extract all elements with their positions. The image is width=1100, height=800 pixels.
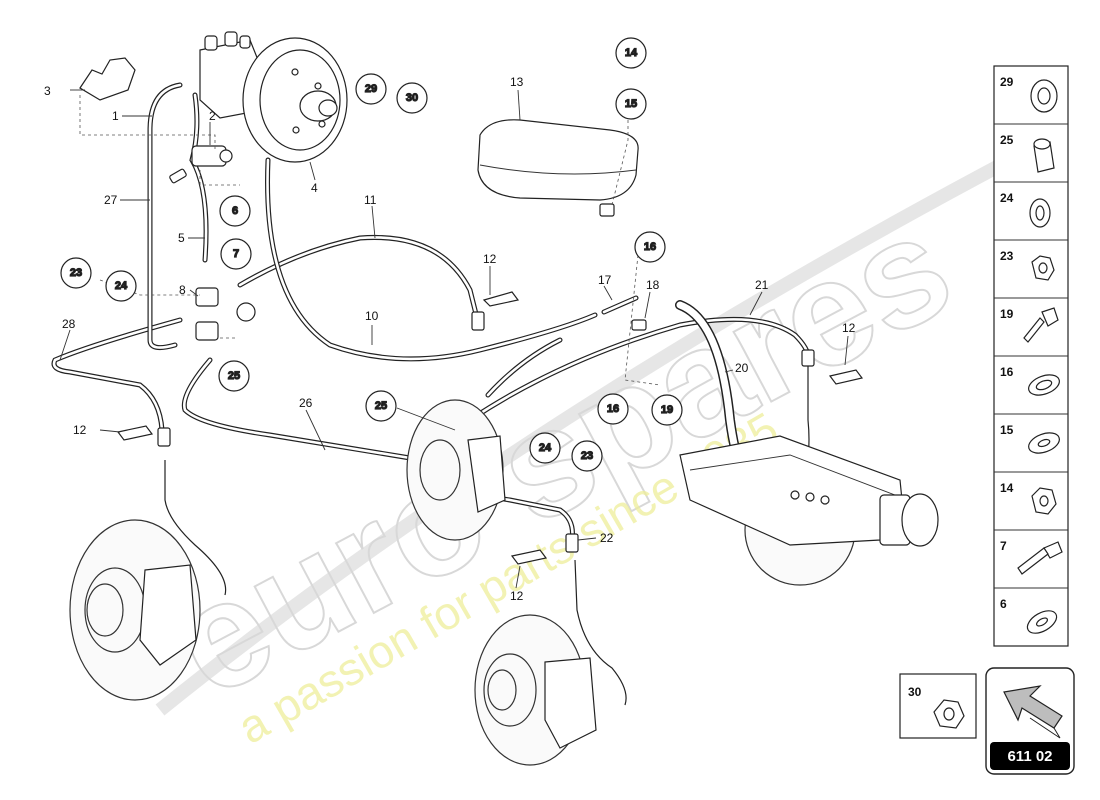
callouts: 14 15 29 30 6 7 23 24 25 16 25 16 19 24 …	[60, 37, 683, 472]
label-27: 27	[104, 193, 118, 207]
label-18: 18	[646, 278, 660, 292]
callout-25: 25	[228, 370, 240, 382]
parts-list-number: 7	[1000, 539, 1007, 553]
label-12: 12	[483, 252, 497, 266]
callout-16: 16	[644, 241, 656, 253]
label-10: 10	[365, 309, 379, 323]
extra-part-box: 30	[899, 673, 977, 739]
callout-23: 23	[581, 450, 593, 462]
label-12: 12	[510, 589, 524, 603]
bolt-icon	[1017, 541, 1063, 575]
master-cylinder-booster	[79, 31, 348, 167]
callout-16: 16	[607, 403, 619, 415]
leader-lines	[59, 89, 849, 589]
label-1: 1	[112, 109, 119, 123]
parts-list-number: 15	[1000, 423, 1014, 437]
callout-23: 23	[70, 267, 82, 279]
label-12: 12	[842, 321, 856, 335]
ring-icon	[1030, 79, 1058, 113]
parts-sidebar: 29 25 24 23 19 16 15	[993, 65, 1069, 647]
parts-list-number: 19	[1000, 307, 1014, 321]
flat-washer-icon	[1026, 610, 1058, 634]
arrow-icon	[1003, 685, 1063, 739]
callout-25: 25	[375, 400, 387, 412]
callout-14: 14	[625, 47, 638, 59]
nut-icon	[933, 699, 965, 729]
label-3: 3	[44, 84, 51, 98]
label-11: 11	[364, 193, 377, 207]
callout-7: 7	[233, 248, 239, 260]
flat-washer-icon	[1028, 432, 1060, 454]
label-22: 22	[600, 531, 614, 545]
label-5: 5	[178, 231, 185, 245]
diagram-nav-box[interactable]: 611 02	[985, 667, 1075, 775]
label-12: 12	[73, 423, 87, 437]
hex-nut-icon	[1031, 255, 1055, 281]
callout-19: 19	[661, 404, 673, 416]
rear-axle-assembly	[679, 435, 939, 547]
parts-list-number: 16	[1000, 365, 1014, 379]
washer-icon	[1029, 198, 1051, 228]
parts-list-number: 24	[1000, 191, 1014, 205]
label-28: 28	[62, 317, 76, 331]
callout-24: 24	[539, 442, 552, 454]
label-8: 8	[179, 283, 186, 297]
callout-30: 30	[406, 92, 418, 104]
label-4: 4	[311, 181, 318, 195]
brake-fluid-reservoir	[477, 119, 639, 217]
label-13: 13	[510, 75, 524, 89]
brake-discs	[69, 399, 856, 766]
label-17: 17	[598, 273, 612, 287]
label-21: 21	[755, 278, 769, 292]
callout-6: 6	[232, 205, 238, 217]
parts-list-number: 23	[1000, 249, 1014, 263]
parts-list-number: 25	[1000, 133, 1014, 147]
callout-15: 15	[625, 98, 637, 110]
diagram-code: 611 02	[1007, 748, 1052, 765]
part-labels: 3 1 2 4 27 5 8 28 12 11 13 12 17 18 10 2…	[44, 75, 856, 603]
label-2: 2	[209, 109, 216, 123]
extra-part-number: 30	[908, 685, 922, 699]
label-26: 26	[299, 396, 313, 410]
parts-list-number: 29	[1000, 75, 1014, 89]
seal-ring-icon	[1028, 374, 1060, 396]
lock-nut-icon	[1031, 487, 1057, 515]
banjo-bolt-icon	[1023, 307, 1059, 343]
parts-list-number: 6	[1000, 597, 1007, 611]
callout-29: 29	[365, 83, 377, 95]
label-20: 20	[735, 361, 749, 375]
parts-list-number: 14	[1000, 481, 1014, 495]
fittings	[116, 168, 864, 565]
sleeve-icon	[1033, 138, 1055, 173]
callout-24: 24	[115, 280, 128, 292]
